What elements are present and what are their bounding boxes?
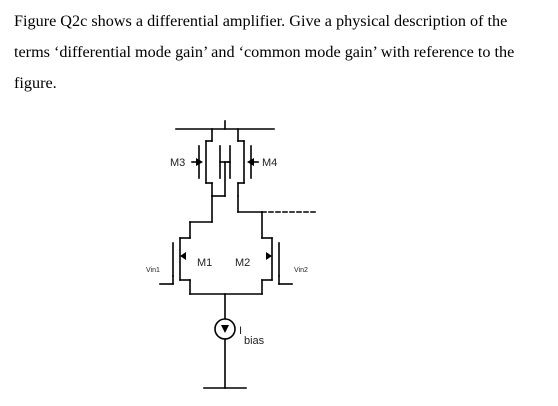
label-m2: M2	[235, 257, 250, 269]
m2-arrow-icon	[266, 252, 272, 260]
m4-arrow-icon	[247, 158, 254, 166]
label-m3: M3	[170, 157, 185, 169]
question-text: Figure Q2c shows a differential amplifie…	[14, 6, 544, 99]
current-direction-arrow-icon	[221, 325, 229, 333]
label-vin2: Vin2	[294, 267, 308, 274]
m1-transistor	[159, 237, 191, 295]
label-m1: M1	[197, 257, 212, 269]
label-m4: M4	[262, 157, 277, 169]
question-line-2: terms ‘differential mode gain’ and ‘comm…	[14, 43, 515, 61]
m1-arrow-icon	[180, 252, 186, 260]
label-ibias-sub: bias	[244, 335, 265, 347]
m3-arrow-icon	[196, 158, 203, 166]
m2-transistor	[261, 237, 293, 295]
question-line-3: figure.	[14, 74, 57, 92]
label-ibias-i: I	[239, 325, 242, 337]
question-line-1: Figure Q2c shows a differential amplifie…	[14, 12, 508, 30]
label-vin1: Vin1	[146, 267, 160, 274]
